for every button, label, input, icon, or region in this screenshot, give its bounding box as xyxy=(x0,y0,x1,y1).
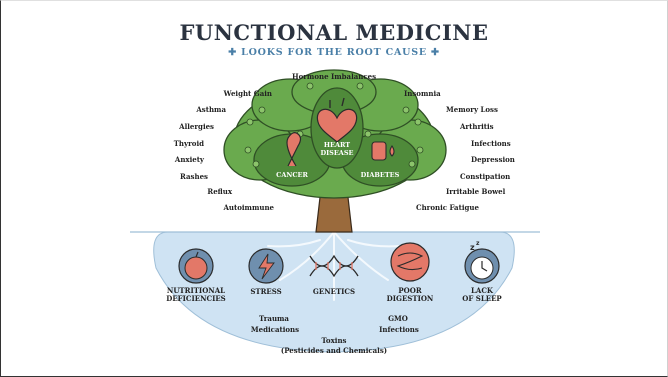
root-cause-label: NUTRITIONAL DEFICIENCIES xyxy=(156,287,236,303)
disease-label-cancer: CANCER xyxy=(262,171,322,180)
root-cause-line: DEFICIENCIES xyxy=(166,294,225,303)
symptom-label: Hormone Imbalances xyxy=(264,72,404,81)
symptom-label: Asthma xyxy=(140,105,226,114)
underground-label: (Pesticides and Chemicals) xyxy=(264,346,404,355)
intestine-icon xyxy=(391,243,429,281)
root-cause-line: DIGESTION xyxy=(387,294,434,303)
symptom-label: Infections xyxy=(471,139,511,148)
symptom-label: Allergies xyxy=(128,122,214,131)
symptom-label: Reflux xyxy=(146,187,232,196)
symptom-label: Weight Gain xyxy=(180,89,272,98)
lightning-icon xyxy=(249,249,283,283)
symptom-label: Constipation xyxy=(460,172,510,181)
symptom-label: Rashes xyxy=(122,172,208,181)
root-cause-label: GENETICS xyxy=(304,287,364,296)
root-cause-label: STRESS xyxy=(236,287,296,296)
root-cause-label: POOR DIGESTION xyxy=(380,287,440,303)
underground-label: Trauma xyxy=(244,314,304,323)
apple-icon xyxy=(179,249,213,283)
root-cause-label: LACK OF SLEEP xyxy=(452,287,512,303)
symptom-label: Depression xyxy=(471,155,515,164)
symptom-label: Autoimmune xyxy=(188,203,274,212)
svg-text:z: z xyxy=(476,240,480,247)
svg-text:z: z xyxy=(470,243,475,252)
disease-label-diabetes: DIABETES xyxy=(350,171,410,180)
disease-label-heart: HEART DISEASE xyxy=(307,141,367,157)
symptom-label: Thyroid xyxy=(118,139,204,148)
underground-label: Toxins xyxy=(294,336,374,345)
symptom-label: Arthritis xyxy=(460,122,494,131)
symptom-label: Chronic Fatigue xyxy=(416,203,479,212)
underground-label: Medications xyxy=(240,325,310,334)
symptom-label: Anxiety xyxy=(118,155,204,164)
symptom-label: Irritable Bowel xyxy=(446,187,505,196)
root-cause-line: OF SLEEP xyxy=(462,294,501,303)
symptom-label: Insomnia xyxy=(404,89,441,98)
disease-label-line: DISEASE xyxy=(320,149,353,157)
symptom-label: Memory Loss xyxy=(446,105,498,114)
disease-label-line: HEART xyxy=(324,141,350,149)
underground-label: GMO xyxy=(368,314,428,323)
underground-label: Infections xyxy=(364,325,434,334)
